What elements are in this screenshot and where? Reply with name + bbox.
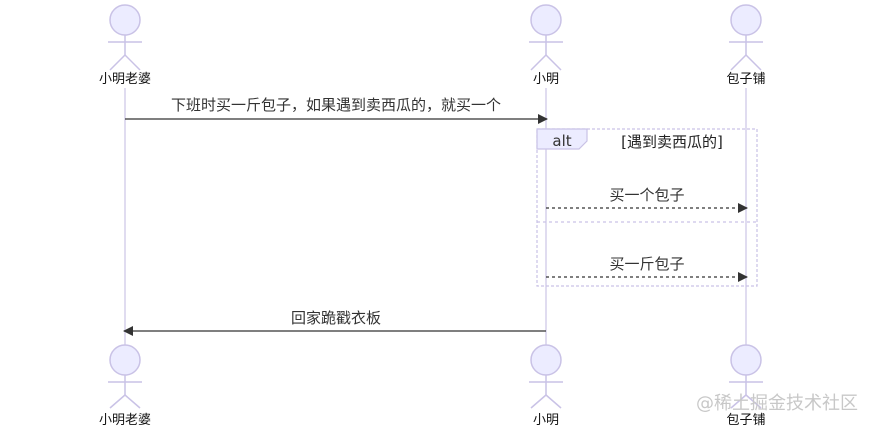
alt-condition: [遇到卖西瓜的] [621,133,723,151]
actor-wife-top: 小明老婆 [99,4,151,87]
message-2: 买一个包子 [546,186,748,213]
actor-label: 小明 [533,72,559,87]
actor-wife-bottom: 小明老婆 [99,344,151,428]
actor-label: 包子铺 [726,72,765,87]
actor-head-icon [109,344,141,376]
actor-head-icon [530,4,562,36]
watermark: @稀土掘金技术社区 [696,393,858,414]
message-4: 回家跪戳衣板 [123,309,546,336]
message-3: 买一斤包子 [546,255,748,282]
actor-label: 小明 [533,413,559,427]
actor-head-icon [730,344,762,376]
alt-keyword: alt [552,132,571,150]
actor-label: 小明老婆 [99,72,151,87]
actor-label: 包子铺 [726,413,765,427]
alt-frame [536,128,758,287]
message-label: 回家跪戳衣板 [291,309,381,327]
message-label: 下班时买一斤包子，如果遇到卖西瓜的，就买一个 [171,96,501,114]
alt-label-tab [536,128,588,150]
actor-xm-top: 小明 [529,4,563,87]
actor-head-icon [109,4,141,36]
actor-label: 小明老婆 [99,413,151,427]
actor-shop-bottom: 包子铺 [726,344,766,428]
message-1: 下班时买一斤包子，如果遇到卖西瓜的，就买一个 [125,96,548,124]
actor-xm-bottom: 小明 [529,344,563,428]
actor-head-icon [530,344,562,376]
alt-block: alt [遇到卖西瓜的] [536,128,758,287]
actor-head-icon [730,4,762,36]
actor-shop-top: 包子铺 [726,4,766,87]
message-label: 买一斤包子 [609,255,684,273]
message-label: 买一个包子 [609,186,684,204]
